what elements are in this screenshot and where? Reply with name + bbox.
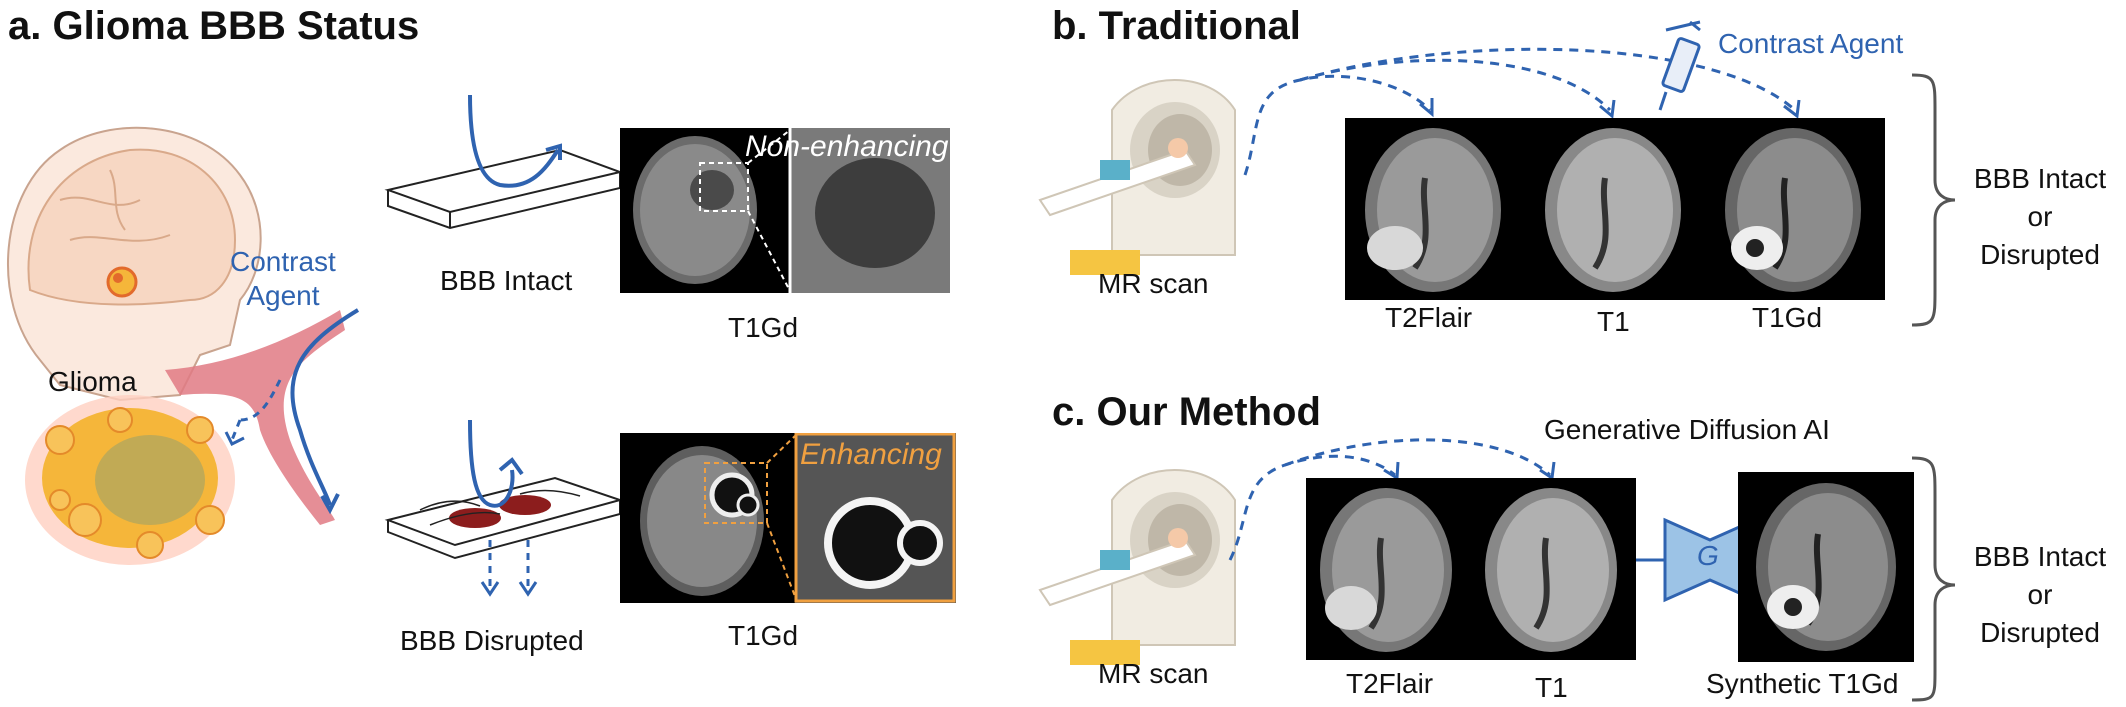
bbb-disrupted-diagram [384, 419, 624, 597]
t1-scan-c [1485, 488, 1617, 652]
t1gd-enhancing-image [620, 433, 956, 603]
synthetic-t1gd-label: Synthetic T1Gd [1706, 668, 1899, 699]
t1gd-top-label: T1Gd [728, 312, 799, 343]
t1-scan [1545, 128, 1681, 292]
traditional-scans-strip [1345, 118, 1885, 300]
scan-label-t2flair-b: T2Flair [1385, 302, 1473, 333]
syringe-icon [1658, 20, 1701, 111]
t2flair-scan [1365, 128, 1501, 292]
bbb-disrupted-label: BBB Disrupted [400, 625, 584, 656]
scan-label-t2flair-c: T2Flair [1346, 668, 1434, 699]
scan-label-t1-b: T1 [1597, 306, 1630, 337]
contrast-agent-label-a: Contrast Agent [230, 246, 336, 311]
outcome-label-c: BBB Intact or Disrupted [1973, 541, 2107, 648]
mr-scanner-icon-c [1038, 469, 1236, 665]
t2flair-scan-c [1320, 488, 1452, 652]
blood-vessel [165, 308, 360, 525]
t1gd-nonenhancing-image [620, 128, 950, 293]
contrast-agent-label-b: Contrast Agent [1718, 28, 1904, 59]
input-scans-strip [1306, 478, 1636, 660]
panel-c-title: c. Our Method [1052, 390, 1321, 434]
ai-label: Generative Diffusion AI [1544, 414, 1830, 445]
tumor-cluster [25, 395, 235, 565]
panel-b-title: b. Traditional [1052, 4, 1301, 48]
head-icon [7, 126, 262, 402]
t1gd-bottom-label: T1Gd [728, 620, 799, 651]
t1gd-scan [1725, 128, 1861, 292]
mr-scan-label-b: MR scan [1098, 268, 1209, 299]
non-enhancing-label: Non-enhancing [745, 130, 949, 163]
generator-label: G [1697, 540, 1719, 571]
outcome-label-b: BBB Intact or Disrupted [1973, 163, 2107, 270]
synthetic-t1gd-image [1738, 472, 1914, 662]
scan-label-t1-c: T1 [1535, 672, 1568, 703]
scan-label-t1gd-b: T1Gd [1752, 302, 1823, 333]
panel-a-title: a. Glioma BBB Status [8, 4, 420, 48]
glioma-label: Glioma [48, 366, 137, 397]
enhancing-label: Enhancing [800, 438, 942, 471]
bbb-intact-label: BBB Intact [440, 265, 573, 296]
mr-scanner-icon [1038, 79, 1236, 275]
mr-scan-label-c: MR scan [1098, 658, 1209, 689]
